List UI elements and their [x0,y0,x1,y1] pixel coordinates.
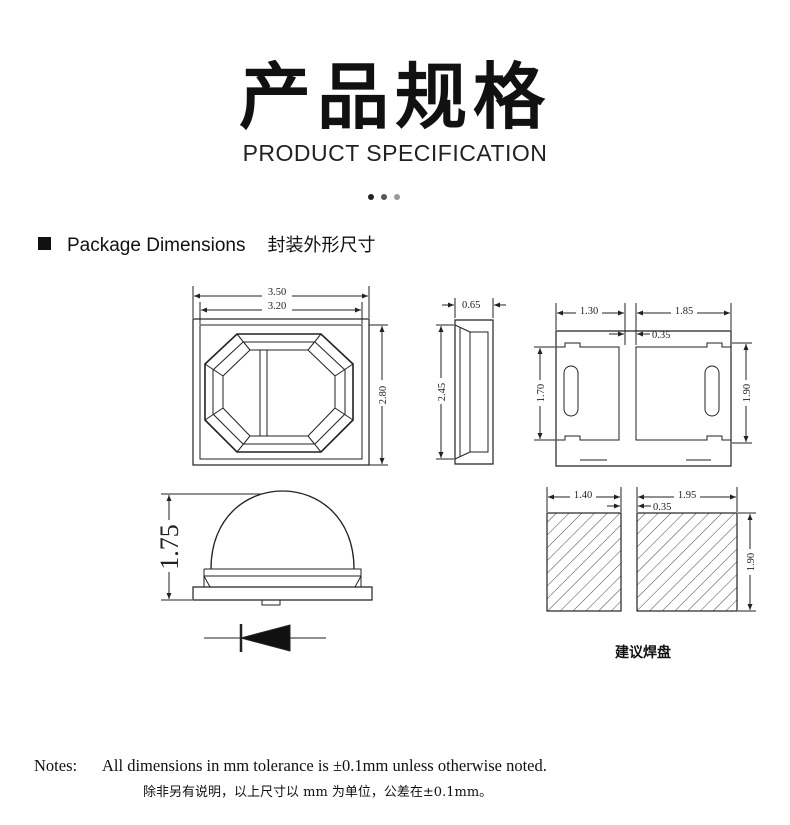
notes-label: Notes: [34,756,78,775]
dim-pad-height: 1.90 [746,553,757,571]
square-bullet-icon [38,237,51,250]
dim-bottom-right-height: 1.90 [742,384,753,402]
dim-pad-left-width: 1.40 [574,490,592,501]
dot-2 [381,194,387,200]
bottom-view [534,303,752,467]
notes-text-en: All dimensions in mm tolerance is ±0.1mm… [102,756,547,775]
top-view [192,286,388,466]
dim-bottom-gap: 0.35 [652,330,670,341]
dim-front-height: 1.75 [155,524,184,570]
dim-bottom-left-height: 1.70 [536,384,547,402]
page-title: 产品规格 [238,55,551,139]
dim-top-height: 2.80 [378,386,389,404]
dim-side-thickness: 0.65 [462,300,480,311]
section-label-en: Package Dimensions [67,235,246,256]
dot-1 [368,194,374,200]
solder-pad-view [546,487,756,612]
section-heading: Package Dimensions 封装外形尺寸 [38,231,375,257]
dim-bottom-left-width: 1.30 [580,306,598,317]
notes-text-cn: 除非另有说明，以上尺寸以 mm 为单位，公差在±0.1mm。 [143,785,493,800]
dim-bottom-right-width: 1.85 [675,306,693,317]
dim-side-height: 2.45 [437,383,448,401]
dot-3 [394,194,400,200]
dim-top-width-outer: 3.50 [268,287,286,298]
solder-pad-label: 建议焊盘 [615,644,671,661]
page-subtitle: PRODUCT SPECIFICATION [242,140,548,166]
front-view [161,490,373,652]
dim-pad-gap: 0.35 [653,502,671,513]
section-label-cn: 封装外形尺寸 [267,235,376,256]
dim-pad-right-width: 1.95 [678,490,696,501]
notes-line: Notes: All dimensions in mm tolerance is … [34,756,547,776]
dim-top-width-inner: 3.20 [268,301,286,312]
page-dots [368,194,407,204]
